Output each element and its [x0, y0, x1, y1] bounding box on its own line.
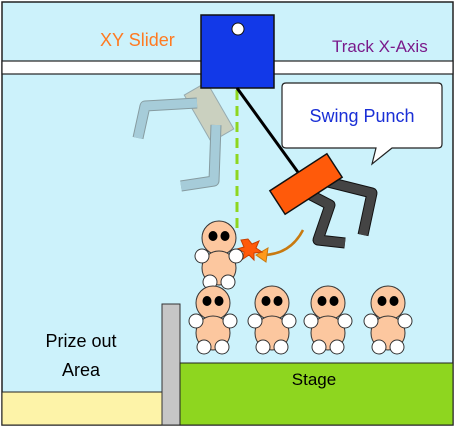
prize-out-label-line2: Area: [62, 360, 101, 380]
impact-burst: [235, 238, 264, 262]
swing-punch-label: Swing Punch: [309, 106, 414, 126]
stage-label: Stage: [292, 370, 336, 389]
track-x-axis-label: Track X-Axis: [332, 37, 428, 56]
stage-platform: [179, 362, 454, 426]
swing-arm-head: [268, 152, 344, 216]
swing-arm-ghost: [132, 81, 235, 192]
xy-slider-label: XY Slider: [100, 30, 175, 50]
prize-out-area: [1, 391, 164, 426]
slider-pivot: [231, 22, 245, 36]
prize-divider-wall: [161, 303, 181, 426]
swing-rod: [235, 87, 302, 176]
prize-out-label-line1: Prize out: [45, 331, 116, 351]
swing-arm-active: [268, 152, 378, 249]
swing-punch-callout: [281, 82, 443, 166]
